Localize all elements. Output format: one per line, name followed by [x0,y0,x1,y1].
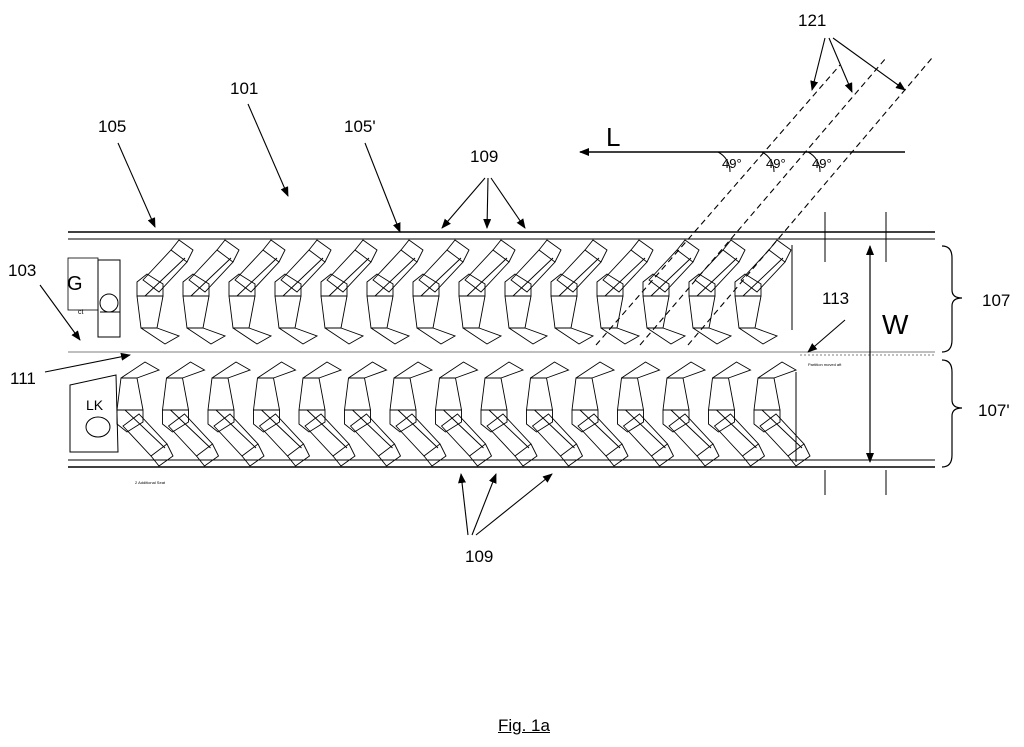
seat-outline [253,361,311,467]
seat-outline [617,361,675,467]
seat-outline [162,361,220,467]
seat-row-upper [136,239,792,345]
galley-label: G [67,273,83,295]
seat-outline [550,239,608,345]
seat-outline [207,361,265,467]
ref-105p: 105' [344,117,376,136]
seat-outline [274,239,332,345]
partition-note: Partition moved aft [808,362,842,367]
ref-109-top: 109 [470,147,498,166]
angle-arcs [717,151,821,173]
seat-outline [458,239,516,345]
ref-111: 111 [10,369,36,388]
seat-outline [688,239,746,345]
ref-113: 113 [822,289,849,308]
fuselage-walls [68,231,935,468]
aft-partitions [791,212,935,495]
seat-outline [366,239,424,345]
forward-lavatory [69,374,119,453]
seat-outline [596,239,654,345]
seat-outline [642,239,700,345]
angle-label-2: 49° [766,156,786,171]
ref-109-bottom: 109 [465,547,493,566]
seat-note: 2 Additional Seat [135,480,166,485]
seat-outline [571,361,629,467]
length-label: L [606,122,620,152]
ref-105: 105 [98,117,126,136]
galley-sub-label: ct [78,309,84,316]
angle-label-1: 49° [722,156,742,171]
seat-outline [228,239,286,345]
ref-107p: 107' [978,401,1010,420]
seat-outline [116,361,174,467]
seat-outline [753,361,811,467]
forward-galley [67,257,121,338]
seat-outline [136,239,194,345]
brace-107p [941,359,963,468]
seat-outline [298,361,356,467]
angle-label-3: 49° [812,156,832,171]
ref-103: 103 [8,261,36,280]
seat-outline [344,361,402,467]
width-label: W [882,309,909,340]
seat-outline [526,361,584,467]
seat-outline [504,239,562,345]
seat-outline [708,361,766,467]
figure-caption: Fig. 1a [498,716,550,735]
lavatory-label: LK [86,397,104,413]
seat-angle-lines [595,57,933,346]
seat-outline [412,239,470,345]
seat-outline [320,239,378,345]
ref-121: 121 [798,11,826,30]
brace-107 [941,245,963,353]
ref-101: 101 [230,79,258,98]
seat-outline [662,361,720,467]
seat-outline [734,239,792,345]
seat-outline [480,361,538,467]
seat-row-lower [116,361,811,467]
seat-outline [435,361,493,467]
seat-outline [389,361,447,467]
seat-outline [182,239,240,345]
leader-arrows [39,37,906,536]
ref-107: 107 [982,291,1010,310]
